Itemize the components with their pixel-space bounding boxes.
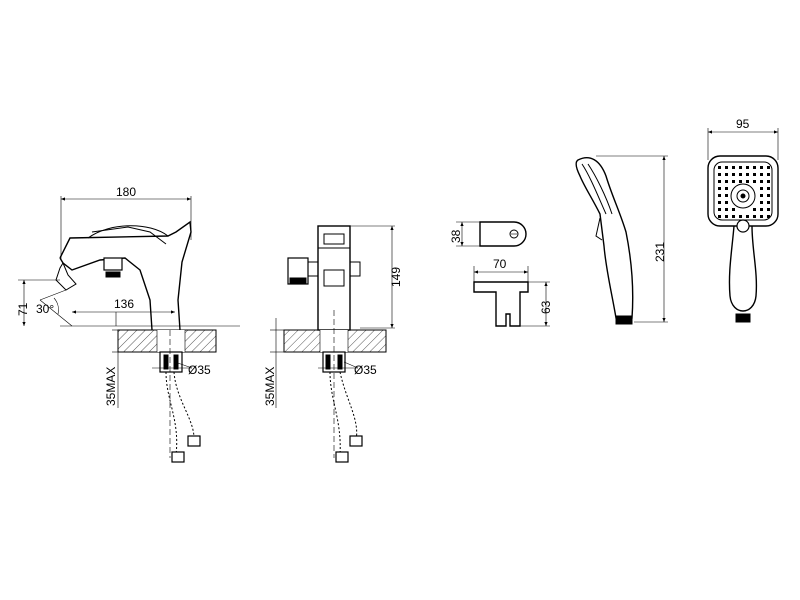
- nozzle-dot: [732, 215, 735, 218]
- nozzle-dot: [739, 215, 742, 218]
- nozzle-dot: [732, 166, 735, 169]
- faucet-side-view: 180 30° 71 136: [16, 185, 240, 462]
- nozzle-dot: [718, 215, 721, 218]
- nozzle-dot: [725, 166, 728, 169]
- dim-bracket-width: 70: [493, 257, 507, 271]
- hand-shower-front-view: 95: [708, 117, 778, 322]
- nozzle-dot: [725, 208, 728, 211]
- nozzle-dot: [760, 180, 763, 183]
- dim-faucet-height: 149: [389, 267, 403, 287]
- dim-hole-diameter-front: Ø35: [354, 363, 377, 377]
- dim-bracket-height: 63: [539, 300, 553, 314]
- nozzle-dot: [767, 187, 770, 190]
- dim-max-thickness-front: 35MAX: [263, 367, 277, 406]
- nozzle-dot: [739, 173, 742, 176]
- nozzle-dot: [718, 173, 721, 176]
- nozzle-dot: [746, 180, 749, 183]
- nozzle-dot: [739, 166, 742, 169]
- nozzle-dot: [760, 166, 763, 169]
- nozzle-dot: [725, 173, 728, 176]
- dim-holder-height: 38: [449, 229, 463, 243]
- nozzle-dot: [767, 173, 770, 176]
- nozzle-dot: [718, 201, 721, 204]
- nozzle-dot: [732, 173, 735, 176]
- nozzle-dot: [746, 166, 749, 169]
- nozzle-dot: [760, 173, 763, 176]
- hand-shower-side-view: 231: [576, 156, 668, 324]
- nozzle-dot: [767, 180, 770, 183]
- nozzle-dot: [760, 201, 763, 204]
- nozzle-dot: [725, 180, 728, 183]
- nozzle-dot: [746, 173, 749, 176]
- nozzle-dot: [739, 180, 742, 183]
- dim-shower-length: 231: [653, 242, 667, 262]
- nozzle-dot: [753, 180, 756, 183]
- nozzle-dot: [760, 194, 763, 197]
- nozzle-dot: [725, 201, 728, 204]
- nozzle-dot: [760, 215, 763, 218]
- nozzle-dot: [725, 215, 728, 218]
- nozzle-dot: [753, 215, 756, 218]
- nozzle-dot: [725, 194, 728, 197]
- nozzle-dot: [767, 194, 770, 197]
- shower-bracket: 70 63: [474, 257, 553, 326]
- dim-faucet-width: 180: [116, 185, 136, 199]
- dim-spout-height: 71: [16, 302, 30, 316]
- nozzle-dot: [753, 166, 756, 169]
- nozzle-dot: [718, 180, 721, 183]
- nozzle-dot: [718, 187, 721, 190]
- dim-spout-angle: 30°: [36, 302, 54, 316]
- nozzle-dot: [718, 166, 721, 169]
- nozzle-dot: [760, 208, 763, 211]
- nozzle-dot: [718, 208, 721, 211]
- nozzle-dot: [732, 208, 735, 211]
- nozzle-dot: [767, 166, 770, 169]
- nozzle-dot: [746, 215, 749, 218]
- nozzle-dot: [753, 173, 756, 176]
- nozzle-dot: [767, 215, 770, 218]
- nozzle-dot: [760, 187, 763, 190]
- dim-max-thickness-side: 35MAX: [104, 367, 118, 406]
- nozzle-dot: [725, 187, 728, 190]
- shower-holder: 38: [449, 222, 526, 246]
- dim-shower-head-width: 95: [736, 117, 750, 131]
- dim-spout-reach: 136: [114, 297, 134, 311]
- nozzle-dot: [732, 180, 735, 183]
- nozzle-dot: [753, 208, 756, 211]
- spray-nozzles: [718, 166, 770, 218]
- nozzle-dot: [767, 201, 770, 204]
- nozzle-dot: [718, 194, 721, 197]
- dim-hole-diameter-side: Ø35: [188, 363, 211, 377]
- nozzle-dot: [767, 208, 770, 211]
- faucet-front-view: 149 Ø35 35MAX: [263, 226, 403, 462]
